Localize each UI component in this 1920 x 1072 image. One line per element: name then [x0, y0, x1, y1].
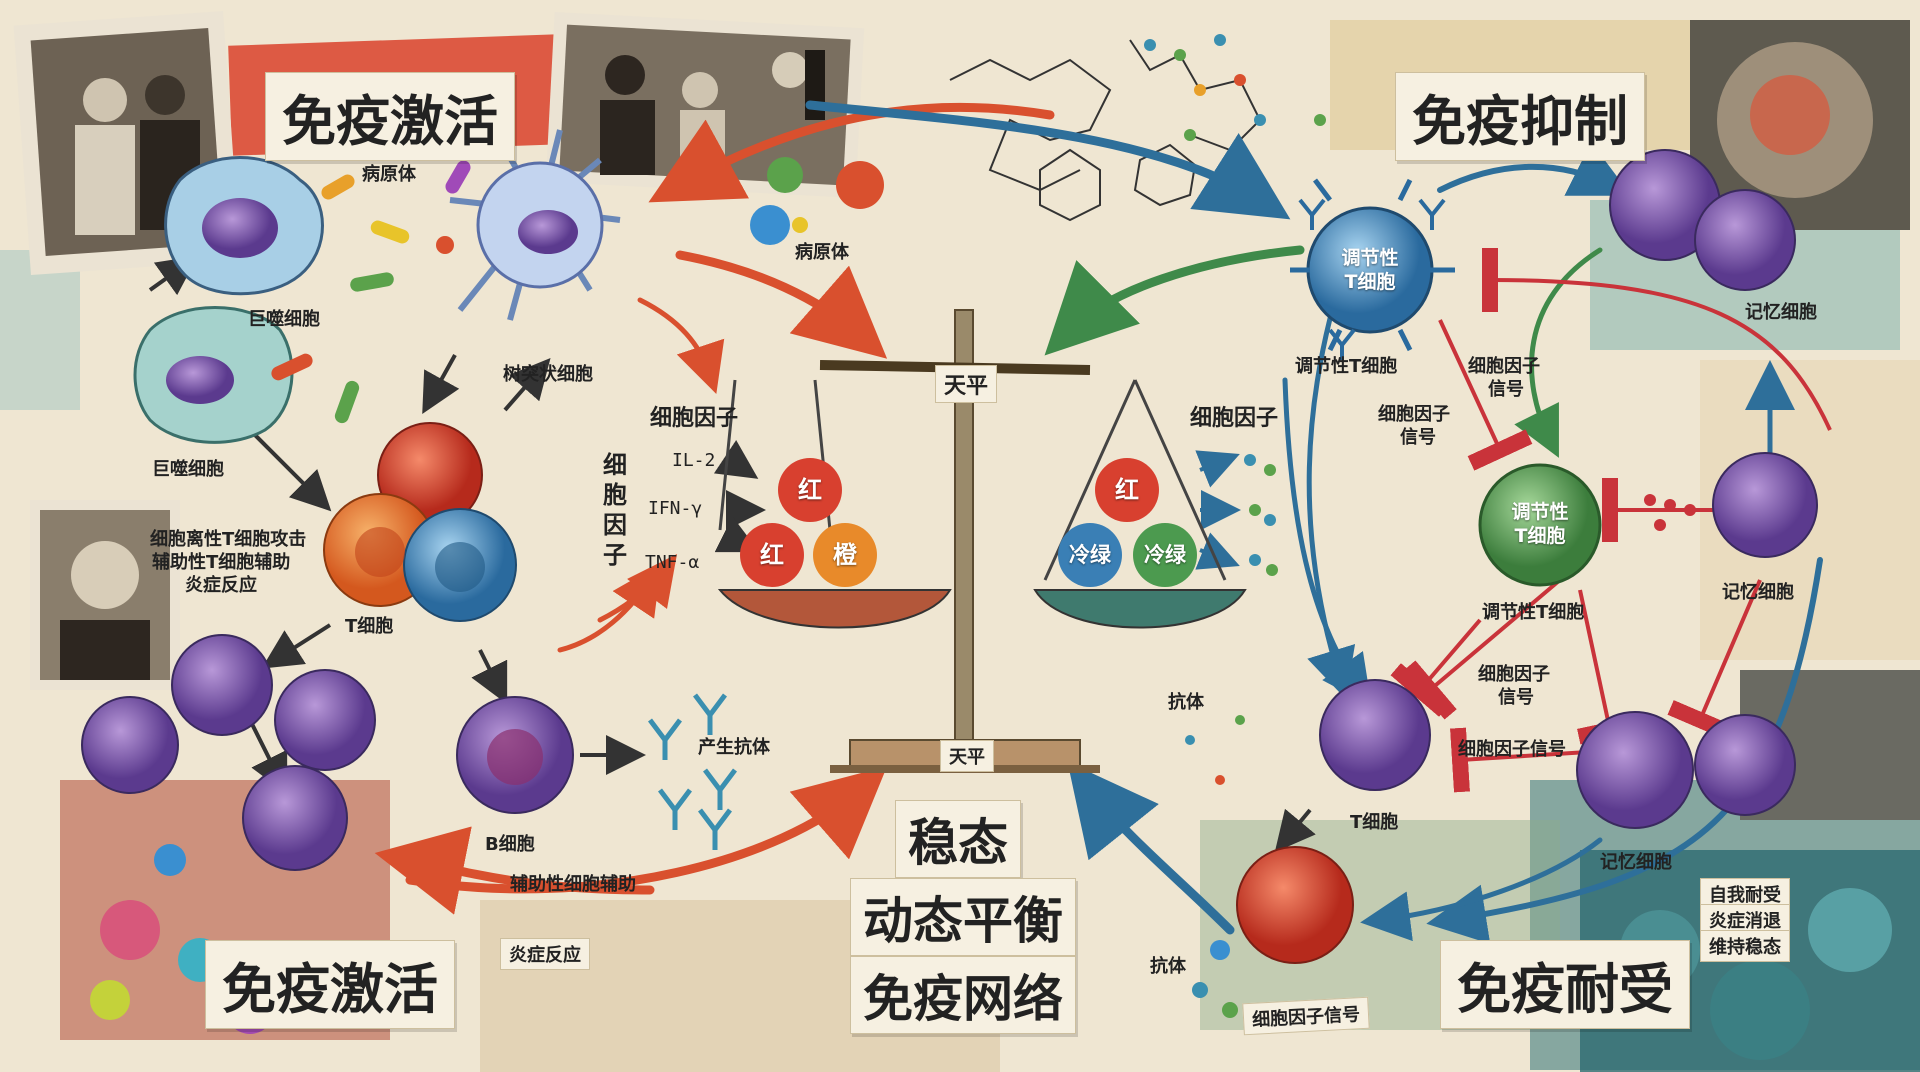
- label-helper-cell: 辅助性细胞辅助: [510, 874, 636, 895]
- label-memory-cell-bottom: 记忆细胞: [1600, 852, 1672, 873]
- right-pan-ball-3: 冷绿: [1144, 543, 1186, 567]
- treg-top-text-1: 调节性: [1341, 247, 1399, 269]
- memory-cells-bottom-right: [1576, 711, 1796, 829]
- label-inflammation: 炎症反应: [500, 938, 590, 970]
- label-pathogen-2: 病原体: [795, 242, 849, 263]
- right-pan-ball-2: 冷绿: [1069, 543, 1111, 567]
- label-macrophage-2: 巨噬细胞: [152, 459, 224, 480]
- treg-top-text-2: T细胞: [1344, 271, 1396, 293]
- memory-cell-right: [1712, 452, 1818, 558]
- label-bcell: B细胞: [485, 834, 535, 855]
- scale-base-label: 天平: [940, 740, 994, 772]
- label-produce-antibody: 产生抗体: [698, 737, 770, 758]
- left-pan-ball-2: 红: [760, 541, 784, 569]
- micrograph-cell-top-right: [1690, 20, 1910, 230]
- label-signal-1a: 细胞因子: [1468, 356, 1540, 377]
- treg-cell-top: [1290, 178, 1455, 352]
- label-memory-cell-top: 记忆细胞: [1745, 302, 1817, 323]
- label-signal-1b: 信号: [1488, 379, 1524, 400]
- macrophage-cell-2: [133, 306, 294, 444]
- label-signal-5: 细胞因子信号: [1242, 996, 1370, 1036]
- dendritic-cell: [449, 129, 621, 321]
- label-signal-3b: 信号: [1498, 687, 1534, 708]
- scale-top-label: 天平: [935, 365, 998, 403]
- antibodies-right: [1298, 198, 1446, 360]
- title-immune-tolerance: 免疫耐受: [1440, 940, 1690, 1029]
- signal-molecules-right: [1185, 454, 1696, 1018]
- macrophage-cell-1: [164, 156, 324, 296]
- label-tolerance-3: 维持稳态: [1700, 930, 1790, 962]
- right-pan-ball-1: 红: [1115, 476, 1139, 504]
- left-pan-ball-1: 红: [798, 476, 822, 504]
- label-tcell-note-3: 炎症反应: [185, 575, 257, 596]
- treg-mid-text-2: T细胞: [1514, 525, 1566, 547]
- label-pathogen-1: 病原体: [362, 164, 416, 185]
- main-arrows: [374, 100, 1823, 944]
- molecule-structure-top: [949, 39, 1262, 222]
- title-immune-activation-top: 免疫激活: [265, 72, 515, 161]
- inhibition-lines: [1390, 247, 1832, 793]
- label-dendritic-cell: 树突状细胞: [503, 364, 593, 385]
- vintage-photo-lab: [545, 12, 865, 198]
- label-antibody-right-2: 抗体: [1150, 956, 1186, 977]
- center-title-homeostasis: 稳态: [895, 800, 1021, 878]
- t-cells-left: [323, 422, 517, 622]
- left-pan-ball-3: 橙: [833, 541, 857, 569]
- center-title-immune-network: 免疫网络: [850, 956, 1076, 1034]
- label-tcell-left: T细胞: [345, 616, 394, 637]
- right-pan-balls: [1058, 458, 1197, 587]
- lymphocyte-cluster-left: [81, 634, 376, 871]
- title-immune-activation-bottom: 免疫激活: [205, 940, 455, 1029]
- label-tcell-right: T细胞: [1350, 812, 1399, 833]
- label-macrophage-1: 巨噬细胞: [248, 309, 320, 330]
- t-cell-right: [1319, 679, 1431, 791]
- b-cell: [456, 696, 574, 814]
- antibodies-left: [648, 693, 737, 850]
- label-ifn-gamma: IFN-γ: [648, 498, 703, 519]
- vintage-photo-scientist: [30, 500, 180, 690]
- label-signal-2a: 细胞因子: [1378, 404, 1450, 425]
- treg-cell-middle: [1478, 463, 1602, 587]
- label-signal-4: 细胞因子信号: [1458, 739, 1566, 760]
- label-cytokine-left: 细胞因子: [650, 406, 739, 431]
- label-cytokine-vertical: 细胞因子: [603, 451, 627, 569]
- label-cytokine-right: 细胞因子: [1190, 406, 1279, 431]
- virus-particles-center: [750, 157, 884, 245]
- center-title-dynamic-balance: 动态平衡: [850, 878, 1076, 956]
- label-treg-top: 调节性T细胞: [1295, 356, 1398, 377]
- label-tcell-note-1: 细胞离性T细胞攻击: [150, 529, 307, 550]
- label-signal-2b: 信号: [1400, 427, 1436, 448]
- memory-cells-top-right: [1609, 149, 1796, 291]
- treg-mid-text-1: 调节性: [1511, 501, 1569, 523]
- label-signal-3a: 细胞因子: [1478, 664, 1550, 685]
- label-memory-cell-right: 记忆细胞: [1722, 582, 1794, 603]
- left-pan-balls: [740, 458, 877, 587]
- label-il2: IL-2: [672, 450, 716, 471]
- red-cell-bottom-right: [1236, 846, 1354, 964]
- title-immune-suppression: 免疫抑制: [1395, 72, 1645, 161]
- label-tcell-note-2: 辅助性T细胞辅助: [152, 552, 291, 573]
- label-tnf-alpha: TNF-α: [645, 552, 700, 573]
- label-treg-middle: 调节性T细胞: [1482, 602, 1585, 623]
- pathogens-left: [271, 160, 471, 424]
- label-antibody-right-1: 抗体: [1168, 692, 1204, 713]
- molecule-atoms: [1144, 34, 1326, 141]
